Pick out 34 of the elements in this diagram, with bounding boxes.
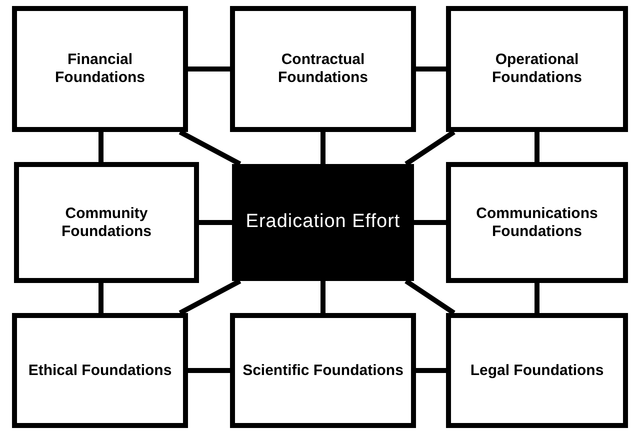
connector-line	[98, 132, 104, 162]
box-label: Eradication Effort	[244, 211, 402, 234]
box-label: Financial Foundations	[54, 51, 146, 87]
connector-line	[404, 130, 456, 166]
connector-line	[416, 66, 446, 72]
box-label: Operational Foundations	[491, 51, 583, 87]
connector-line	[188, 368, 230, 373]
foundation-box	[14, 162, 199, 283]
foundation-box	[12, 313, 188, 428]
connector-line	[178, 130, 242, 166]
connector-line	[534, 132, 540, 162]
connector-line	[416, 368, 446, 373]
connector-line	[199, 220, 232, 225]
foundation-box	[230, 6, 416, 132]
central-box	[232, 164, 414, 281]
connector-line	[534, 283, 540, 313]
connector-line	[188, 66, 230, 72]
foundation-box	[446, 313, 628, 428]
connector-line	[414, 220, 446, 225]
box-label: Legal Foundations	[469, 362, 605, 380]
box-label: Communications Foundations	[475, 204, 599, 240]
box-label: Ethical Foundations	[27, 362, 173, 380]
foundation-box	[446, 6, 628, 132]
connector-line	[320, 132, 326, 164]
connector-line	[98, 283, 104, 313]
connector-line	[178, 278, 242, 316]
foundation-box	[12, 6, 188, 132]
box-label: Scientific Foundations	[242, 362, 404, 380]
connector-line	[404, 278, 456, 316]
foundation-box	[446, 162, 628, 283]
box-label: Community Foundations	[60, 204, 152, 240]
foundation-box	[230, 313, 416, 428]
connector-line	[320, 281, 326, 313]
box-label: Contractual Foundations	[277, 51, 369, 87]
